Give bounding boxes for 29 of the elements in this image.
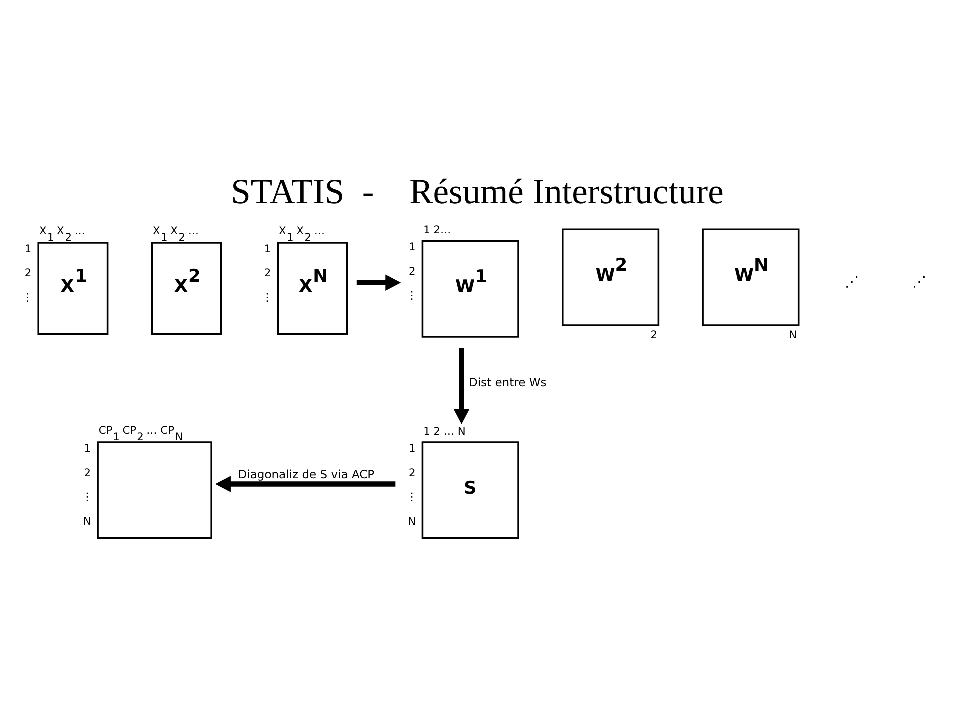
node-label: 2 [650, 328, 658, 341]
node-label: N [83, 514, 92, 528]
node-label: 1 2… [424, 223, 452, 236]
node-label: 2 [264, 266, 272, 280]
node-label: ⋮ [406, 288, 418, 302]
label: ⋰ [844, 274, 860, 290]
arrow [215, 476, 396, 492]
node-label: 1 [264, 242, 272, 255]
node-label: ⋮ [262, 290, 273, 304]
node-label: 1 [24, 242, 32, 255]
node-label: 1 [408, 441, 416, 454]
arrow [356, 274, 402, 290]
node-label: ⋮ [82, 490, 93, 504]
label: ⋰ [912, 274, 927, 290]
node-label: ⋮ [406, 490, 418, 504]
node-label: 1 2 … N [424, 424, 466, 438]
node-label: N [789, 328, 798, 341]
edge-label: Dist entre Ws [468, 375, 547, 390]
node-label: ⋮ [22, 290, 34, 304]
node-label: 2 [408, 466, 416, 479]
node-label: 2 [24, 266, 32, 280]
node-label: N [408, 514, 416, 528]
node-label: 2 [408, 264, 416, 278]
node-label: 1 [408, 240, 416, 254]
node-label: 1 [84, 441, 92, 454]
diagram-title: STATIS - Résumé Interstructure [231, 170, 724, 211]
edge-label: Diagonaliz de S via ACP [238, 466, 375, 481]
arrow [454, 348, 470, 424]
node-label: 2 [84, 466, 92, 479]
